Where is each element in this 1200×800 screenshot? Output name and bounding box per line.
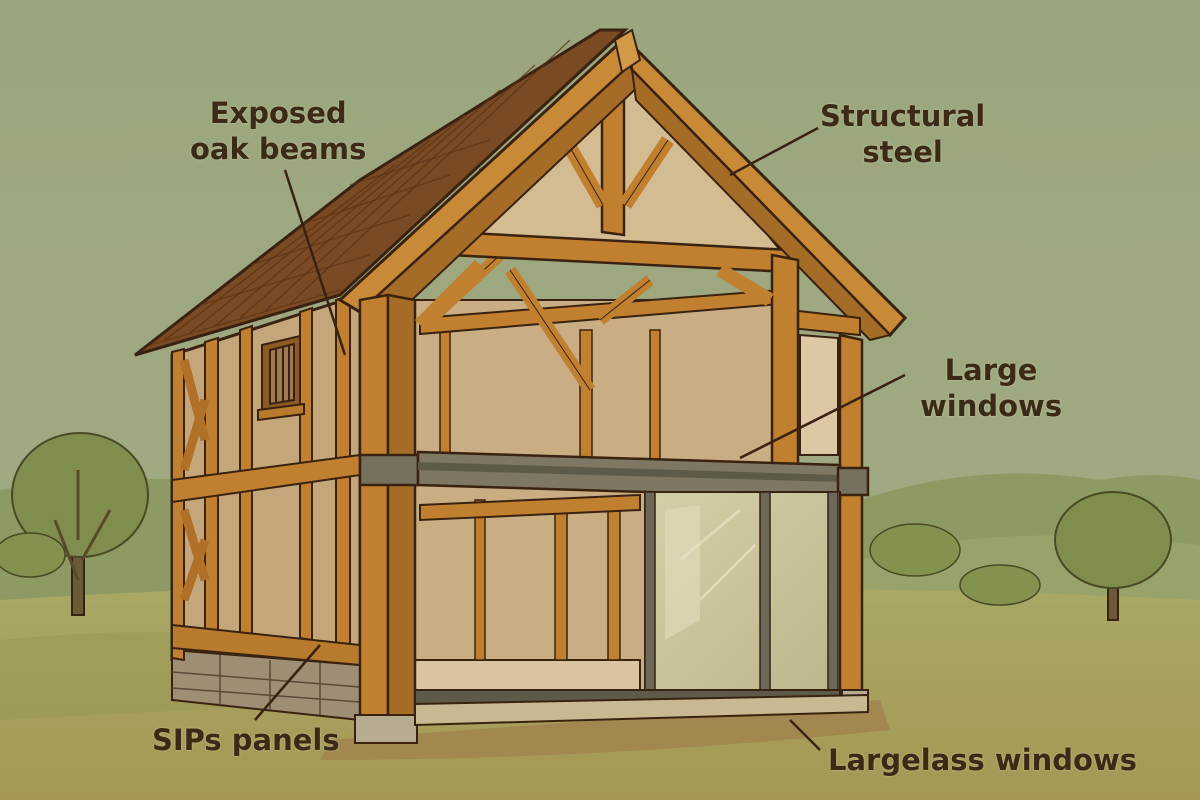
label-sips-panels: SIPs panels	[152, 722, 340, 758]
label-line: Exposed	[209, 96, 347, 130]
label-line: Largelass windows	[828, 743, 1138, 777]
exposed-oak-beams	[337, 28, 908, 744]
roof	[134, 28, 629, 357]
side-wall	[170, 292, 362, 722]
label-line: SIPs panels	[152, 723, 340, 757]
label-line: Large	[944, 353, 1038, 387]
bushes	[0, 523, 1041, 606]
structural-steel-beam	[358, 450, 870, 500]
label-large-windows: Large windows	[920, 352, 1062, 424]
leader-large-windows	[739, 373, 906, 460]
leader-structural-steel	[729, 126, 819, 177]
tree-left	[11, 432, 149, 616]
leader-lines	[254, 126, 906, 751]
leader-largelass-windows	[789, 719, 821, 751]
label-exposed-oak-beams: Exposed oak beams	[190, 95, 366, 167]
tree-right	[1054, 491, 1172, 621]
large-glass-windows	[414, 491, 869, 727]
label-largelass-windows: Largelass windows	[828, 742, 1137, 778]
leader-sips-panels	[254, 644, 321, 721]
leader-exposed-oak-beams	[283, 169, 347, 356]
label-line: windows	[920, 389, 1063, 423]
label-line: Structural	[820, 99, 986, 133]
label-line: steel	[862, 135, 943, 169]
label-line: oak beams	[190, 132, 367, 166]
small-window	[257, 334, 305, 422]
label-structural-steel: Structural steel	[820, 98, 985, 170]
